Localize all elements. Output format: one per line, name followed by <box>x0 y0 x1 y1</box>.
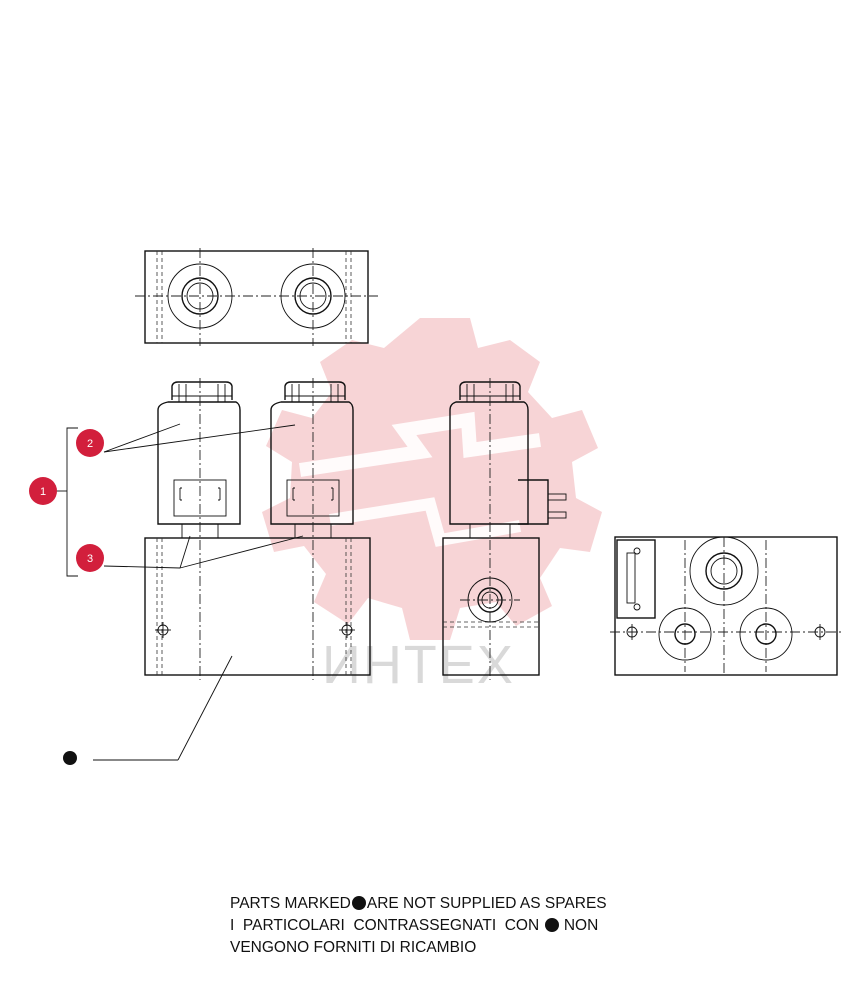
not-supplied-dot-icon <box>63 751 77 765</box>
note-dot-icon <box>544 918 559 932</box>
watermark-logo: ИНТЕХ <box>262 318 602 695</box>
callout-2: 2 <box>76 429 104 457</box>
callout-2-label: 2 <box>87 438 93 450</box>
top-view <box>135 248 378 346</box>
note-line2-after: NON <box>563 917 599 934</box>
callout-1-label: 1 <box>40 486 46 498</box>
callout-1: 1 <box>29 477 57 505</box>
note-line1-before: PARTS MARKED <box>230 895 351 912</box>
note-line3: VENGONO FORNITI DI RICAMBIO <box>230 939 477 956</box>
side-view <box>442 378 567 680</box>
spares-note: PARTS MARKED ARE NOT SUPPLIED AS SPARES I… <box>230 893 607 959</box>
note-line2-before: I PARTICOLARI CONTRASSEGNATI CON <box>230 917 540 934</box>
callout-3-label: 3 <box>87 553 93 565</box>
leader-lines <box>55 423 304 761</box>
bottom-view <box>610 536 842 676</box>
watermark-text: ИНТЕХ <box>322 635 515 695</box>
front-view <box>144 378 371 680</box>
note-dot-icon <box>351 896 366 910</box>
note-line1-after: ARE NOT SUPPLIED AS SPARES <box>366 895 607 912</box>
callout-3: 3 <box>76 544 104 572</box>
